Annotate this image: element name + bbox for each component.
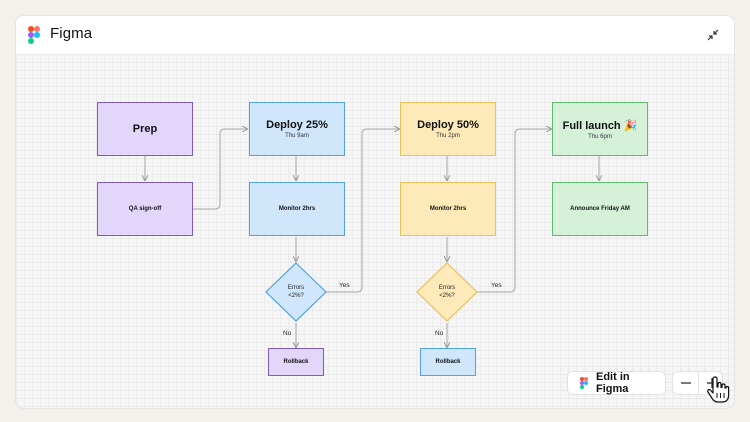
node-rollback-2[interactable]: Rollback <box>420 348 476 376</box>
node-label: Rollback <box>435 359 461 365</box>
figma-logo-icon <box>28 26 40 44</box>
decision-diamond <box>416 262 478 322</box>
node-label: Rollback <box>283 359 309 365</box>
node-rollback-1[interactable]: Rollback <box>268 348 324 376</box>
figma-logo-icon <box>580 377 588 389</box>
node-label: Monitor 2hrs <box>278 206 316 212</box>
edit-in-figma-label: Edit in Figma <box>596 371 630 395</box>
node-prep[interactable]: Prep <box>97 102 193 156</box>
node-announce[interactable]: Announce Friday AM <box>552 182 648 236</box>
node-label: Prep <box>132 123 158 135</box>
node-sublabel: Thu 2pm <box>436 133 460 139</box>
connectors <box>16 54 734 408</box>
node-full-launch[interactable]: Full launch 🎉 Thu 6pm <box>552 102 648 156</box>
title-bar: Figma <box>16 16 734 54</box>
node-monitor-2[interactable]: Monitor 2hrs <box>400 182 496 236</box>
node-deploy-25[interactable]: Deploy 25% Thu 9am <box>249 102 345 156</box>
node-sublabel: Thu 9am <box>285 133 309 139</box>
edge-label-yes: Yes <box>491 282 502 289</box>
collapse-icon[interactable] <box>704 26 722 44</box>
node-label: Announce Friday AM <box>570 206 630 212</box>
zoom-out-button[interactable] <box>673 372 698 394</box>
app-title: Figma <box>50 25 93 42</box>
minus-icon <box>680 382 691 384</box>
node-sublabel: Thu 6pm <box>588 133 612 140</box>
node-deploy-50[interactable]: Deploy 50% Thu 2pm <box>400 102 496 156</box>
edge-label-no: No <box>283 330 292 337</box>
decision-diamond <box>265 262 327 322</box>
node-label: Deploy 25% <box>266 119 328 131</box>
canvas[interactable]: Prep QA sign-off Deploy 25% Thu 9am Moni… <box>16 54 734 408</box>
hand-pointer-icon <box>707 376 730 403</box>
node-label: Full launch 🎉 <box>562 119 638 132</box>
node-label: Monitor 2hrs <box>429 206 467 212</box>
node-label: Deploy 50% <box>417 119 479 131</box>
embed-frame: Figma <box>16 16 734 408</box>
divider <box>698 372 699 394</box>
node-qa-signoff[interactable]: QA sign-off <box>97 182 193 236</box>
decision-label: Errors <2%? <box>438 285 456 299</box>
decision-label: Errors <2%? <box>287 285 305 299</box>
edit-in-figma-button[interactable]: Edit in Figma <box>567 371 666 395</box>
edge-label-yes: Yes <box>339 282 350 289</box>
edge-label-no: No <box>435 330 444 337</box>
node-label: QA sign-off <box>128 206 162 212</box>
node-monitor-1[interactable]: Monitor 2hrs <box>249 182 345 236</box>
